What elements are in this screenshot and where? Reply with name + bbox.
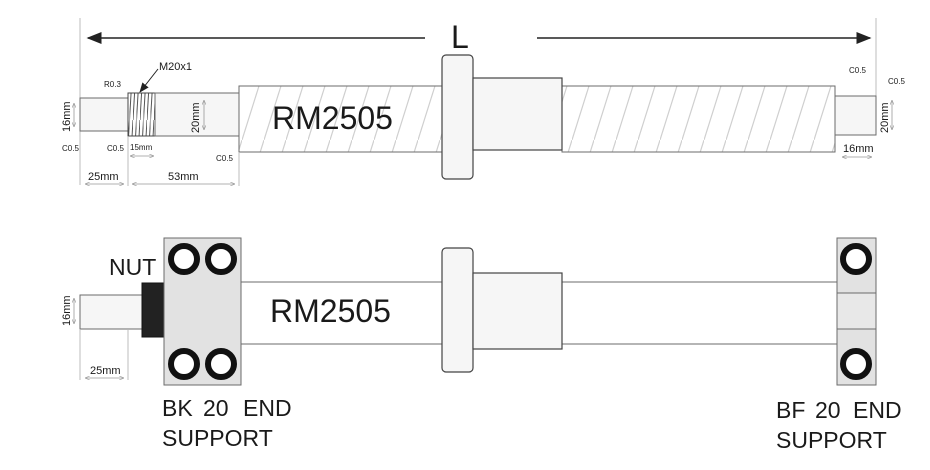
bottom-left-journal [79,294,143,330]
bottom-nut-flange [441,247,474,373]
thread-leader [139,68,159,93]
shoulder-20mm [154,92,240,137]
right-journal-20mm [834,95,877,136]
dim-25mm-top: 25mm [88,171,119,183]
radius-label: R0.3 [104,80,121,89]
screw-shaft-left [238,85,443,153]
bk20-bolt-holes [168,243,237,380]
bf-label-end: END [853,397,902,423]
bf-label-prefix: BF [776,397,805,423]
left-journal-16mm [79,97,129,132]
lock-nut [141,282,165,338]
dim-16mm-bottom: 16mm [61,295,73,326]
bk-hole-1 [168,243,200,275]
bf20-bearing-face [836,292,877,330]
dim-15mm: 15mm [130,143,153,152]
bk-hole-4 [205,348,237,380]
chamfer-note-a: C0.5 [62,144,79,153]
chamfer-note-e: C0.5 [888,77,905,86]
dim-25mm-bottom: 25mm [90,365,121,377]
bf-label-support: SUPPORT [776,427,887,453]
chamfer-note-c: C0.5 [216,154,233,163]
model-label-bottom: RM2505 [270,293,391,329]
bk-label-support: SUPPORT [162,425,273,451]
thread-label: M20x1 [159,61,192,73]
screw-shaft-right [561,85,836,153]
dim-20mm-right: 20mm [879,102,891,133]
dim-16mm-right: 16mm [843,143,874,155]
top-view: L RM2505 M20x1 R0.3 16mm 20mm 20mm C0.5 … [61,18,905,186]
bottom-view: NUT RM2505 16mm 25mm BK 20 END SUPPORT B… [61,237,902,453]
bk-label-end: END [243,395,292,421]
bf-hole-1 [840,243,872,275]
bf20-bolt-holes [840,243,872,380]
dim-16mm-left: 16mm [61,101,73,132]
thread-m20 [127,92,156,137]
nut-flange [441,54,474,180]
chamfer-note-b: C0.5 [107,144,124,153]
model-label-top: RM2505 [272,100,393,136]
nut-label: NUT [109,254,156,280]
bf-hole-2 [840,348,872,380]
bk-label-prefix: BK [162,395,193,421]
bottom-nut-body [472,272,563,350]
bk-hole-2 [205,243,237,275]
bf-label-number: 20 [815,397,841,423]
bk-label-number: 20 [203,395,229,421]
length-label: L [451,19,469,55]
chamfer-note-d: C0.5 [849,66,866,75]
dim-53mm: 53mm [168,171,199,183]
dim-20mm-left: 20mm [190,102,202,133]
nut-body [472,77,563,151]
bk-hole-3 [168,348,200,380]
